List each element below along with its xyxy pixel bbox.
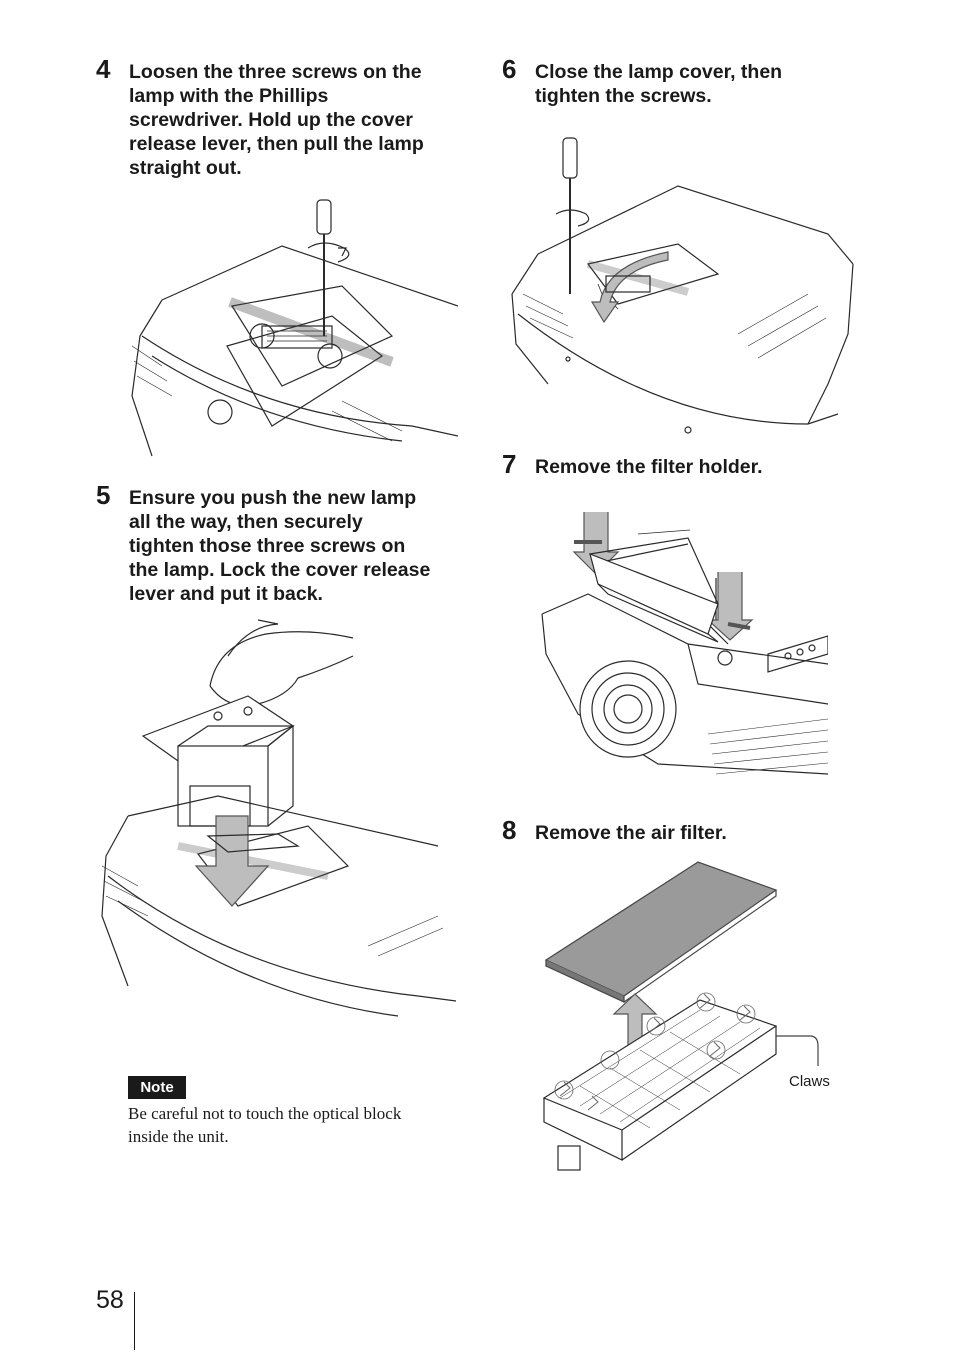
note-text: Be careful not to touch the optical bloc…	[128, 1104, 402, 1146]
page-number-divider	[134, 1292, 135, 1350]
note-badge: Note	[128, 1076, 186, 1099]
step-number: 4	[96, 54, 111, 84]
air-filter-illustration	[540, 860, 840, 1182]
filter-holder-illustration	[538, 494, 828, 800]
lamp-insertion-illustration	[98, 616, 456, 1056]
step-number: 5	[96, 480, 111, 510]
step-instruction: Ensure you push the new lamp all the way…	[129, 487, 431, 605]
step-number: 8	[502, 815, 517, 845]
page-number: 58	[96, 1286, 124, 1314]
step-instruction: Remove the filter holder.	[535, 456, 763, 478]
step-instruction: Loosen the three screws on the lamp with…	[129, 61, 424, 179]
lamp-removal-illustration	[112, 186, 458, 468]
step-instruction: Remove the air filter.	[535, 822, 727, 844]
claws-callout: Claws	[789, 1073, 830, 1090]
step-instruction: Close the lamp cover, then tighten the s…	[535, 61, 783, 107]
step-number: 7	[502, 449, 517, 479]
close-cover-illustration	[508, 134, 856, 440]
step-number: 6	[502, 54, 517, 84]
